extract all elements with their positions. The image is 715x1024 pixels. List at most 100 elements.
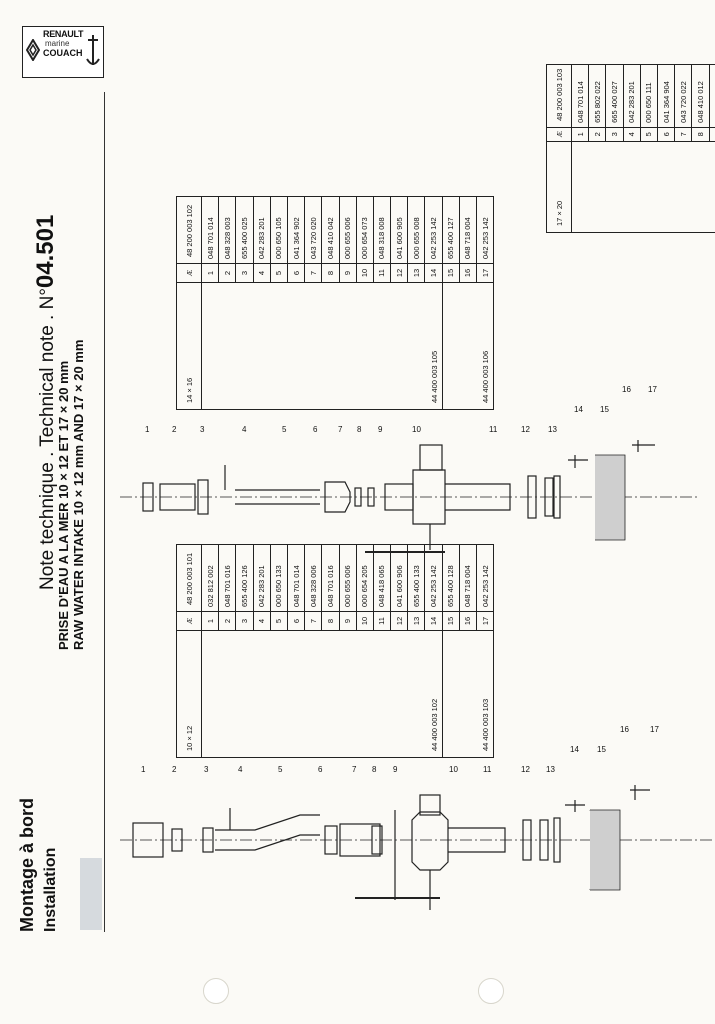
callout-number: 14 [570, 745, 579, 754]
item-number: 12 [390, 263, 408, 283]
part-number: 665 400 027 [605, 64, 624, 128]
item-number: 9 [709, 127, 715, 142]
part-number: 048 701 014 [571, 64, 589, 128]
part-number: 042 283 201 [253, 544, 271, 612]
kit-reference: 44 400 003 103 [442, 630, 494, 758]
callout-number: 11 [489, 425, 498, 434]
callout-number: 7 [338, 425, 343, 434]
part-number: 032 812 002 [201, 544, 219, 612]
callout-number: 13 [546, 765, 555, 774]
item-number: 4 [253, 263, 271, 283]
part-number: 655 802 022 [588, 64, 606, 128]
part-number: 041 364 904 [657, 64, 675, 128]
part-number: 048 718 004 [459, 544, 477, 612]
item-number: 5 [640, 127, 658, 142]
item-number: 6 [657, 127, 675, 142]
table-size: 17 × 20 [546, 141, 572, 233]
renault-diamond-icon [26, 39, 40, 61]
callout-number: 1 [141, 765, 146, 774]
diagram-10x12 [120, 785, 715, 910]
callout-number: 16 [620, 725, 629, 734]
part-number: 048 701 014 [201, 196, 219, 264]
diagram-14x16 [120, 440, 700, 553]
part-number: 000 650 111 [640, 64, 658, 128]
item-number: 15 [442, 263, 460, 283]
header-divider [104, 92, 105, 932]
item-number: 17 [476, 611, 494, 631]
part-number: 042 283 201 [623, 64, 641, 128]
item-number: 7 [674, 127, 692, 142]
callout-number: 10 [412, 425, 421, 434]
item-number: 7 [304, 611, 322, 631]
callout-number: 9 [393, 765, 398, 774]
logo-text-marine: marine [45, 39, 70, 48]
item-number: 3 [235, 611, 254, 631]
callout-number: 6 [318, 765, 323, 774]
item-number: 3 [235, 263, 254, 283]
callout-number: 5 [282, 425, 287, 434]
item-number: 9 [339, 263, 357, 283]
part-number: 000 650 105 [270, 196, 288, 264]
item-number: 1 [201, 263, 219, 283]
item-number: 4 [623, 127, 641, 142]
table-mark: Æ [176, 611, 202, 631]
part-number: 041 364 902 [287, 196, 305, 264]
callout-number: 10 [449, 765, 458, 774]
item-number: 8 [321, 263, 339, 283]
assembly-number: 48 200 003 103 [546, 64, 572, 128]
item-number: 15 [442, 611, 460, 631]
callout-number: 6 [313, 425, 318, 434]
part-number: 048 328 006 [304, 544, 322, 612]
callout-number: 3 [200, 425, 205, 434]
item-number: 2 [588, 127, 606, 142]
part-number: 048 718 004 [459, 196, 477, 264]
callout-number: 4 [242, 425, 247, 434]
table-size: 14 × 16 [176, 282, 202, 410]
part-number: 048 318 008 [373, 196, 391, 264]
part-number: 042 253 142 [476, 196, 494, 264]
item-number: 14 [424, 263, 443, 283]
callout-number: 8 [357, 425, 362, 434]
item-number: 14 [424, 611, 443, 631]
item-number: 11 [373, 263, 391, 283]
table-size: 10 × 12 [176, 630, 202, 758]
callout-number: 2 [172, 765, 177, 774]
part-number: 041 600 906 [390, 544, 408, 612]
item-number: 16 [459, 263, 477, 283]
part-number: 048 410 042 [321, 196, 339, 264]
callout-number: 12 [521, 425, 530, 434]
part-number: 042 283 201 [253, 196, 271, 264]
part-number: 000 650 133 [270, 544, 288, 612]
callout-number: 17 [650, 725, 659, 734]
kit-reference: 44 400 003 102 [201, 630, 443, 758]
anchor-icon [86, 35, 100, 65]
item-number: 6 [287, 611, 305, 631]
table-mark: Æ [176, 263, 202, 283]
item-number: 8 [691, 127, 709, 142]
item-number: 9 [339, 611, 357, 631]
callout-number: 14 [574, 405, 583, 414]
kit-reference: 44 400 003 108 [571, 141, 715, 233]
part-number: 043 720 020 [304, 196, 322, 264]
part-number: 000 654 205 [356, 544, 374, 612]
part-number: 042 253 142 [424, 196, 443, 264]
part-number: 000 655 006 [339, 196, 357, 264]
item-number: 17 [476, 263, 494, 283]
renault-couach-logo: RENAULT marine COUACH [22, 26, 104, 78]
item-number: 6 [287, 263, 305, 283]
part-number: 048 410 012 [691, 64, 709, 128]
part-number: 043 720 022 [674, 64, 692, 128]
callout-number: 15 [600, 405, 609, 414]
table-mark: Æ [546, 127, 572, 142]
